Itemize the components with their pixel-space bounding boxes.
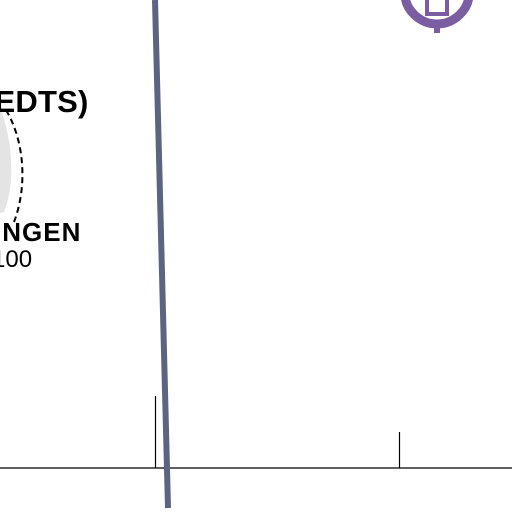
place-name-label[interactable]: INGEN bbox=[0, 217, 82, 247]
vor-navaid-icon[interactable] bbox=[401, 0, 473, 33]
airport-airspace-shading bbox=[0, 106, 12, 213]
frequency-label: 100 bbox=[0, 246, 33, 273]
airport-name-label[interactable]: (EDTS) bbox=[0, 84, 89, 119]
airport-airspace-boundary bbox=[5, 109, 24, 223]
boundary-line bbox=[152, 0, 171, 509]
